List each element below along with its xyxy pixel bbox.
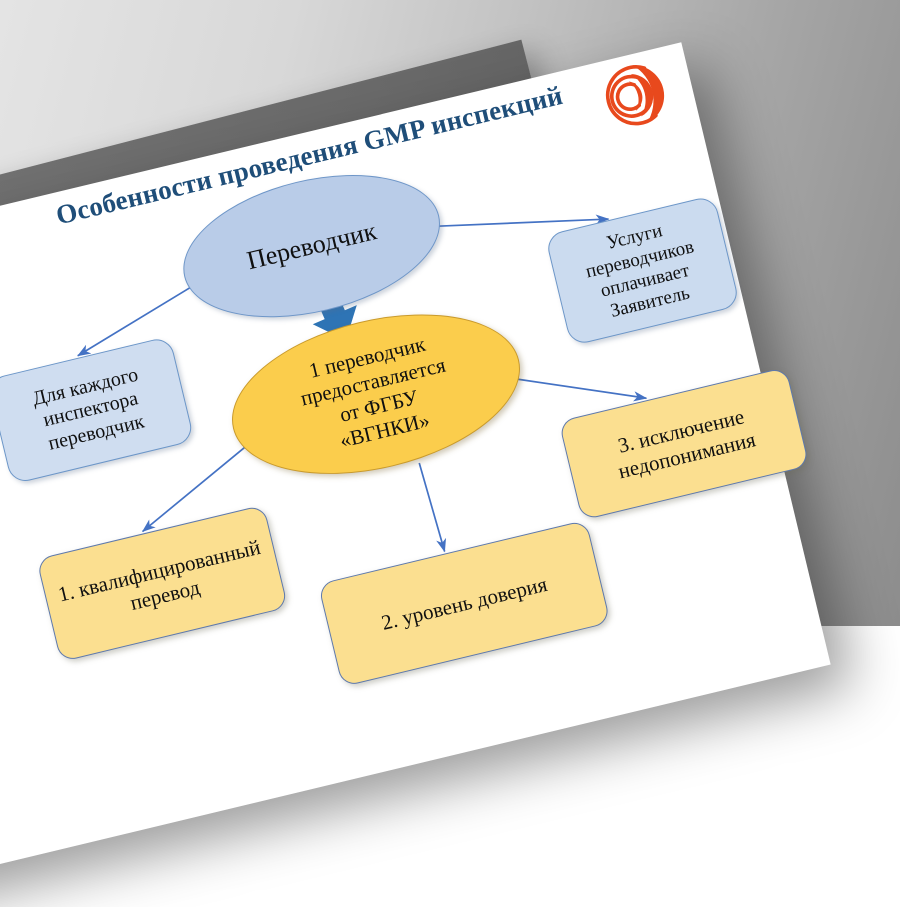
presentation-slide: Особенности проведения GMP инспекций П [0, 42, 831, 907]
connector-translator-to-payment [437, 214, 610, 228]
arc-globe-logo-icon [605, 65, 665, 126]
connector-translator-to-per-inspector [77, 286, 191, 357]
logo-crescent-middle [630, 74, 654, 117]
logo-crescent-inner [628, 81, 643, 111]
logo-middle-arc [609, 74, 647, 118]
connector-provided-to-benefit1 [141, 446, 246, 533]
logo-outer-arc [605, 65, 658, 126]
connector-provided-to-benefit2 [418, 462, 447, 553]
connector-provided-to-benefit3 [516, 378, 648, 402]
logo-crescent-outer [632, 65, 665, 124]
logo-inner-arc [615, 82, 641, 111]
